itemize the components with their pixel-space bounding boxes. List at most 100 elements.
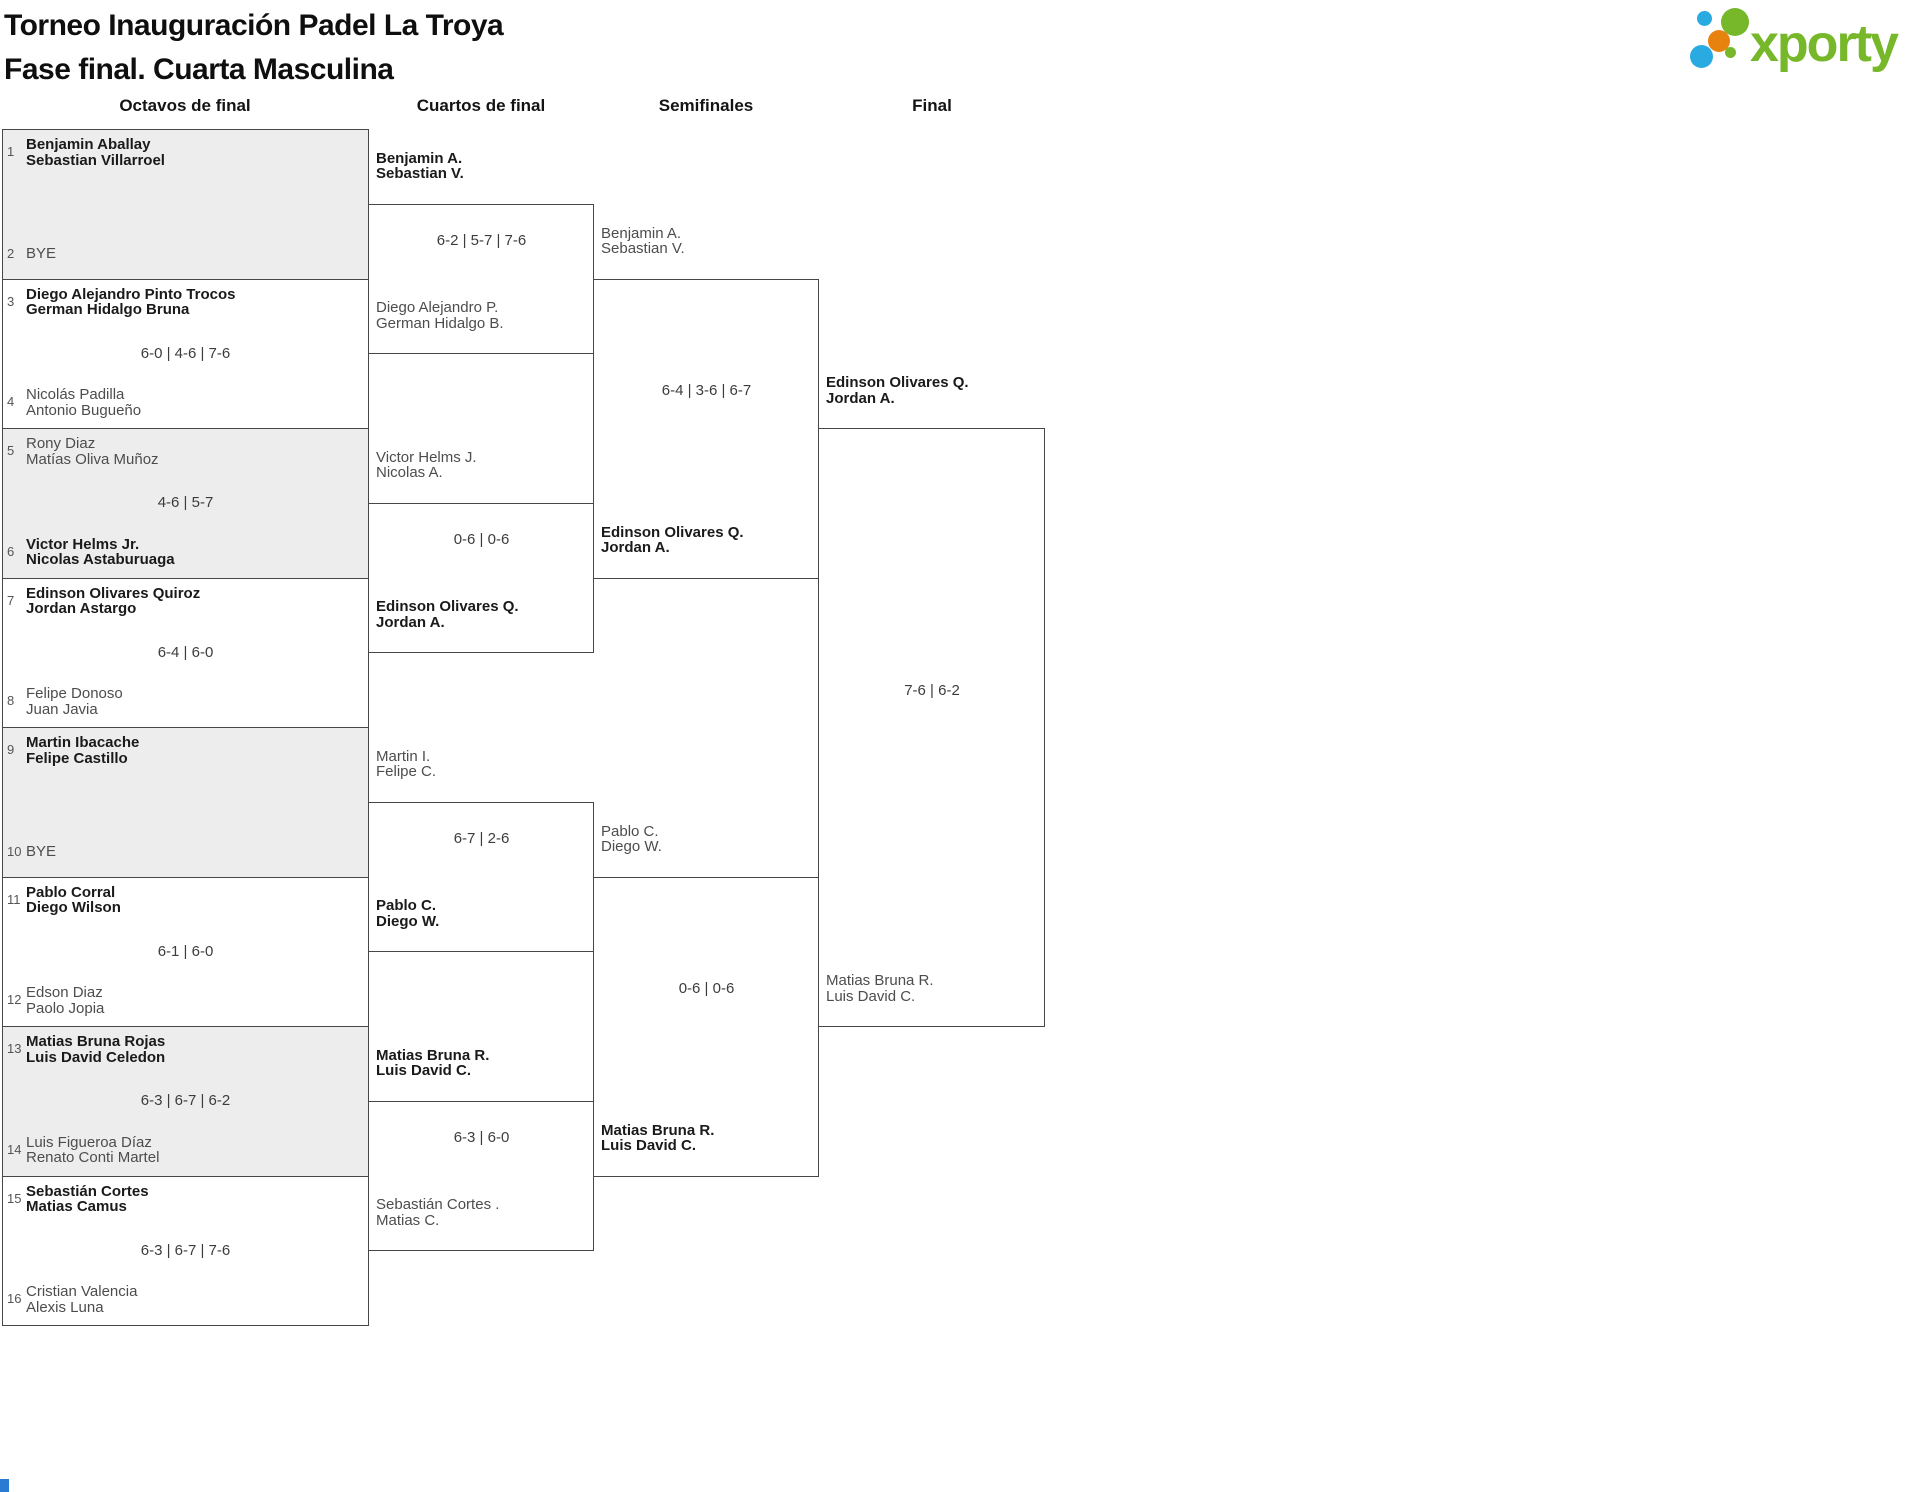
player-name: Sebastián Cortes <box>26 1182 149 1200</box>
page-title: Torneo Inauguración Padel La Troya Fase … <box>4 4 504 92</box>
seed-number: 7 <box>7 592 15 608</box>
player-name: Edinson Olivares Quiroz <box>26 584 201 602</box>
match-score: 6-7 | 2-6 <box>453 830 510 848</box>
player-name: Diego W. <box>601 838 662 855</box>
player-name: Edinson Olivares Q. <box>376 598 519 616</box>
player-name: Matías Oliva Muñoz <box>26 450 159 468</box>
match-box-r16-7 <box>2 1026 369 1177</box>
player-name: Felipe C. <box>376 763 437 781</box>
match-score: 4-6 | 5-7 <box>157 494 214 512</box>
team-bottom: Sebastián Cortes .Matias C. <box>376 1197 499 1228</box>
team-top: Matias Bruna R.Luis David C. <box>376 1048 489 1079</box>
match-score: 6-0 | 4-6 | 7-6 <box>140 344 231 362</box>
logo-dot-icon <box>1697 11 1712 26</box>
player-name: Pablo C. <box>601 822 659 840</box>
seed-number: 5 <box>7 443 15 458</box>
player-name: Luis David C. <box>376 1062 472 1080</box>
player-name: Nicolas A. <box>376 464 443 482</box>
seed-number: 3 <box>7 293 15 309</box>
player-name: Martin I. <box>376 747 431 765</box>
seed-number: 9 <box>7 742 15 757</box>
team-bottom: Matias Bruna R.Luis David C. <box>826 973 934 1004</box>
match-score: 0-6 | 0-6 <box>678 980 735 997</box>
player-name: Diego Wilson <box>26 899 121 916</box>
match-box-r16-4 <box>2 577 369 728</box>
seed-number: 13 <box>7 1041 22 1056</box>
match-box-r16-6 <box>2 876 369 1027</box>
seed-number: 15 <box>7 1190 22 1206</box>
round-header-semifinales: Semifinales <box>658 96 754 115</box>
player-name: Nicolás Padilla <box>26 386 125 403</box>
logo-dot-icon <box>1708 30 1730 52</box>
player-name: Benjamin A. <box>601 224 682 242</box>
player-name: Luis David Celedon <box>26 1048 166 1066</box>
match-box-final <box>818 428 1045 1027</box>
player-name: Felipe Donoso <box>26 685 123 702</box>
match-score: 7-6 | 6-2 <box>904 681 960 699</box>
player-name: Renato Conti Martel <box>26 1149 160 1166</box>
player-name: Rony Diaz <box>26 435 96 452</box>
seed-number: 10 <box>7 843 22 859</box>
seed-number: 8 <box>7 693 15 708</box>
match-score: 6-3 | 6-0 <box>453 1129 510 1147</box>
tournament-title: Torneo Inauguración Padel La Troya <box>4 9 504 42</box>
team-top: Victor Helms J.Nicolas A. <box>376 450 477 481</box>
match-score: 6-3 | 6-7 | 6-2 <box>140 1092 231 1110</box>
round-header-cuartos: Cuartos de final <box>416 96 546 115</box>
match-score: 6-4 | 6-0 <box>157 643 214 661</box>
player-name: Antonio Bugueño <box>26 401 142 419</box>
team-bottom: Victor Helms Jr.Nicolas Astaburuaga <box>26 535 175 568</box>
team-top: Benjamin A.Sebastian V. <box>376 151 464 182</box>
player-name: Luis David C. <box>601 1137 697 1154</box>
match-score: 6-1 | 6-0 <box>157 942 214 960</box>
player-name: Matias Bruna R. <box>376 1046 490 1064</box>
player-name: Jordan A. <box>826 389 895 407</box>
phase-subtitle: Fase final. Cuarta Masculina <box>4 53 394 86</box>
seed-number: 16 <box>7 1291 22 1306</box>
player-name: Luis David C. <box>826 987 916 1005</box>
match-box-qf-1 <box>368 203 594 355</box>
team-top: Edinson Olivares Q.Jordan A. <box>826 375 969 406</box>
player-name: Juan Javia <box>26 700 98 718</box>
player-name: Luis Figueroa Díaz <box>26 1133 152 1151</box>
team-bottom: BYE <box>26 842 57 860</box>
logo-dot-icon <box>1725 47 1736 58</box>
player-name: Jordan A. <box>601 539 670 556</box>
team-top: Martin I.Felipe C. <box>376 749 436 780</box>
seed-number: 1 <box>7 144 15 159</box>
player-name: Matias C. <box>376 1211 440 1229</box>
team-top: Pablo C.Diego W. <box>601 822 662 855</box>
player-name: Diego Alejandro P. <box>376 299 499 317</box>
seed-number: 6 <box>7 543 15 559</box>
match-box-r16-1 <box>2 129 369 280</box>
player-name: Matias Bruna R. <box>826 972 934 989</box>
team-bottom: Edinson Olivares Q.Jordan A. <box>376 599 519 630</box>
player-name: Sebastian Villarroel <box>26 151 165 169</box>
player-name: BYE <box>26 842 57 860</box>
player-name: Diego W. <box>376 912 440 930</box>
player-name: Victor Helms Jr. <box>26 535 140 553</box>
match-box-sf-2 <box>593 876 819 1177</box>
player-name: Matias Camus <box>26 1198 127 1215</box>
player-name: Felipe Castillo <box>26 749 128 767</box>
team-bottom: Diego Alejandro P.German Hidalgo B. <box>376 300 504 331</box>
player-name: German Hidalgo Bruna <box>26 301 190 318</box>
round-header-octavos: Octavos de final <box>119 96 251 115</box>
match-score: 6-4 | 3-6 | 6-7 <box>661 382 752 399</box>
seed-number: 14 <box>7 1141 22 1157</box>
team-bottom: Matias Bruna R.Luis David C. <box>601 1121 715 1154</box>
match-score: 0-6 | 0-6 <box>453 531 510 549</box>
player-name: Nicolas Astaburuaga <box>26 551 175 568</box>
player-name: Matias Bruna R. <box>601 1121 715 1139</box>
match-box-qf-3 <box>368 801 594 953</box>
player-name: Sebastian V. <box>601 240 685 257</box>
logo-text: xporty <box>1750 15 1899 73</box>
